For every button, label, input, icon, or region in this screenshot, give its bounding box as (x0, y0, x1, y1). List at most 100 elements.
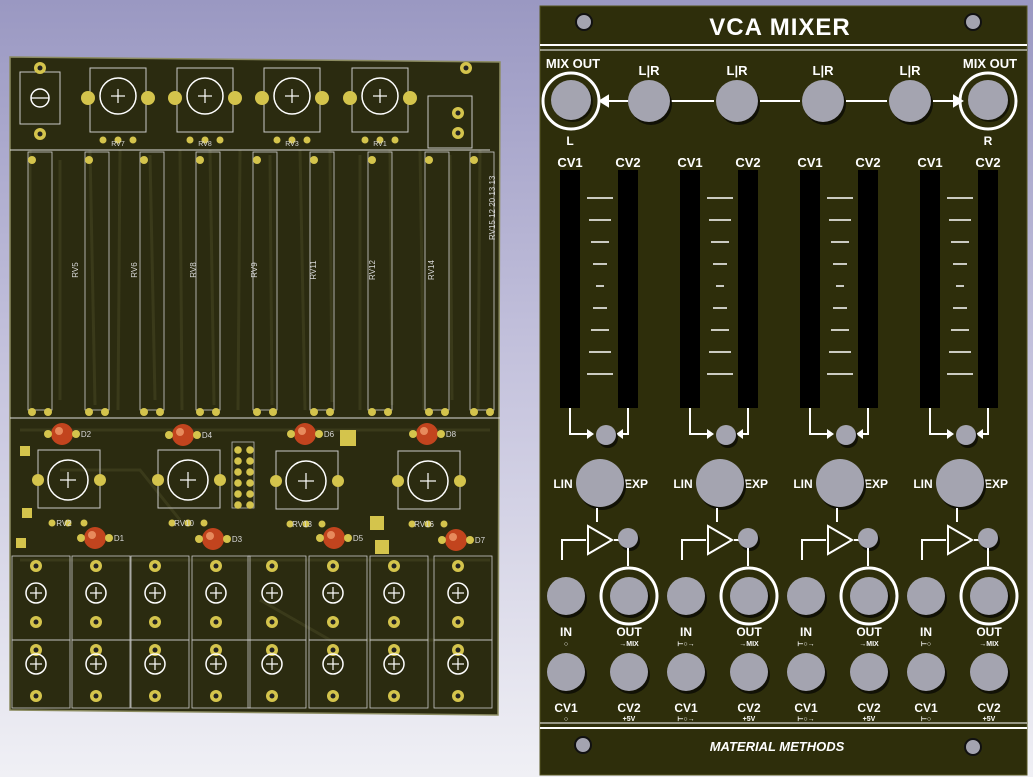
cv2-slider-label: CV2 (615, 155, 640, 170)
mix-out-left-label: MIX OUT (546, 56, 600, 71)
lr-pan-jack[interactable] (716, 80, 760, 125)
pcb-pot-label: RV7 (111, 141, 125, 148)
pcb-jack-footprint (447, 582, 469, 604)
output-jack[interactable] (970, 577, 1010, 618)
cv2-slider-slot[interactable] (618, 170, 638, 408)
lr-pan-jack[interactable] (802, 80, 846, 125)
right-marker: R (984, 134, 993, 148)
cv1-slider-slot[interactable] (920, 170, 940, 408)
cv2-jack-label: CV2 (857, 701, 881, 715)
header-pin (246, 446, 254, 454)
cv1-slider-label: CV1 (797, 155, 822, 170)
pcb-pot-label: RV10 (174, 519, 194, 528)
pcb-jack-footprint (261, 582, 283, 604)
cv1-jack[interactable] (547, 653, 587, 694)
lr-pan-jack[interactable] (628, 80, 672, 125)
cv-mix-jack[interactable] (956, 425, 978, 448)
lin-exp-knob[interactable] (696, 459, 746, 510)
in-label: IN (800, 625, 812, 639)
exp-label: EXP (984, 477, 1008, 491)
cv2-slider-slot[interactable] (858, 170, 878, 408)
vca-cv-jack[interactable] (858, 528, 880, 551)
pcb-led: D4 (165, 424, 213, 446)
cv2-jack[interactable] (970, 653, 1010, 694)
pcb-led: D8 (409, 423, 457, 445)
pcb-slider-footprint (195, 151, 221, 411)
input-jack[interactable] (907, 577, 947, 618)
input-jack[interactable] (667, 577, 707, 618)
cv2-jack-label: CV2 (977, 701, 1001, 715)
cv-mix-jack[interactable] (596, 425, 618, 448)
pcb-led: D6 (287, 423, 335, 445)
cv1-jack-label: CV1 (794, 701, 818, 715)
cv1-slider-slot[interactable] (560, 170, 580, 408)
cv2-slider-label: CV2 (975, 155, 1000, 170)
cv2-jack-sub: +5V (983, 716, 996, 723)
pcb-jack-footprint (144, 653, 166, 675)
pcb-pot-label: RV16 (414, 520, 434, 529)
cv1-slider-label: CV1 (677, 155, 702, 170)
header-pin (234, 446, 242, 454)
cv1-jack[interactable] (787, 653, 827, 694)
input-jack[interactable] (547, 577, 587, 618)
vca-cv-jack[interactable] (618, 528, 640, 551)
pcb-slider-footprint (27, 151, 53, 411)
pcb-top-pot: RV3 (255, 67, 329, 148)
exp-label: EXP (744, 477, 768, 491)
pcb-jack-footprint (205, 653, 227, 675)
lin-exp-knob[interactable] (576, 459, 626, 510)
pcb-jack-footprint (205, 582, 227, 604)
cv-mix-jack[interactable] (716, 425, 738, 448)
header-pin (234, 479, 242, 487)
lr-label: L|R (813, 63, 835, 78)
pcb-led-label: D4 (202, 431, 213, 440)
mounting-screw (574, 736, 592, 754)
vca-cv-jack[interactable] (738, 528, 760, 551)
cv2-slider-slot[interactable] (978, 170, 998, 408)
lin-exp-knob[interactable] (816, 459, 866, 510)
vca-cv-jack[interactable] (978, 528, 1000, 551)
mix-out-right-jack[interactable] (958, 71, 1018, 131)
pcb-led-label: D1 (114, 534, 125, 543)
cv1-slider-slot[interactable] (680, 170, 700, 408)
pcb-slider-label: RV9 (250, 262, 259, 278)
cv1-jack-label: CV1 (554, 701, 578, 715)
cv2-slider-slot[interactable] (738, 170, 758, 408)
cv-mix-jack[interactable] (836, 425, 858, 448)
cv2-jack[interactable] (610, 653, 650, 694)
pcb-slider-footprint (367, 151, 393, 411)
cv2-jack[interactable] (730, 653, 770, 694)
pcb-jack-footprint (25, 582, 47, 604)
left-marker: L (566, 134, 573, 148)
vca-symbol (707, 524, 734, 556)
pcb-side-label: RV15 12 20 13 13 (488, 175, 497, 240)
cv1-slider-slot[interactable] (800, 170, 820, 408)
cv2-jack[interactable] (850, 653, 890, 694)
output-jack[interactable] (610, 577, 650, 618)
input-jack[interactable] (787, 577, 827, 618)
cv1-jack[interactable] (667, 653, 707, 694)
pcb-jack-footprint (85, 582, 107, 604)
lr-pan-jack[interactable] (889, 80, 933, 125)
pcb-jack-footprint (322, 582, 344, 604)
mix-out-left-jack[interactable] (541, 71, 601, 131)
header-pin (234, 490, 242, 498)
pcb-jack-footprint (383, 653, 405, 675)
pcb-jack-footprint (25, 653, 47, 675)
lin-exp-knob[interactable] (936, 459, 986, 510)
pcb-led-label: D7 (475, 536, 486, 545)
lin-label: LIN (553, 477, 572, 491)
out-label: OUT (856, 625, 882, 639)
output-jack[interactable] (850, 577, 890, 618)
pcb-slider-label: RV12 (368, 260, 377, 280)
pcb-jack-footprint (383, 582, 405, 604)
lr-label: L|R (727, 63, 749, 78)
output-jack[interactable] (730, 577, 770, 618)
pcb-led-label: D5 (353, 534, 364, 543)
pcb-pot-label: RV13 (292, 520, 312, 529)
out-sub-label: →MIX (979, 641, 999, 648)
cv1-jack[interactable] (907, 653, 947, 694)
